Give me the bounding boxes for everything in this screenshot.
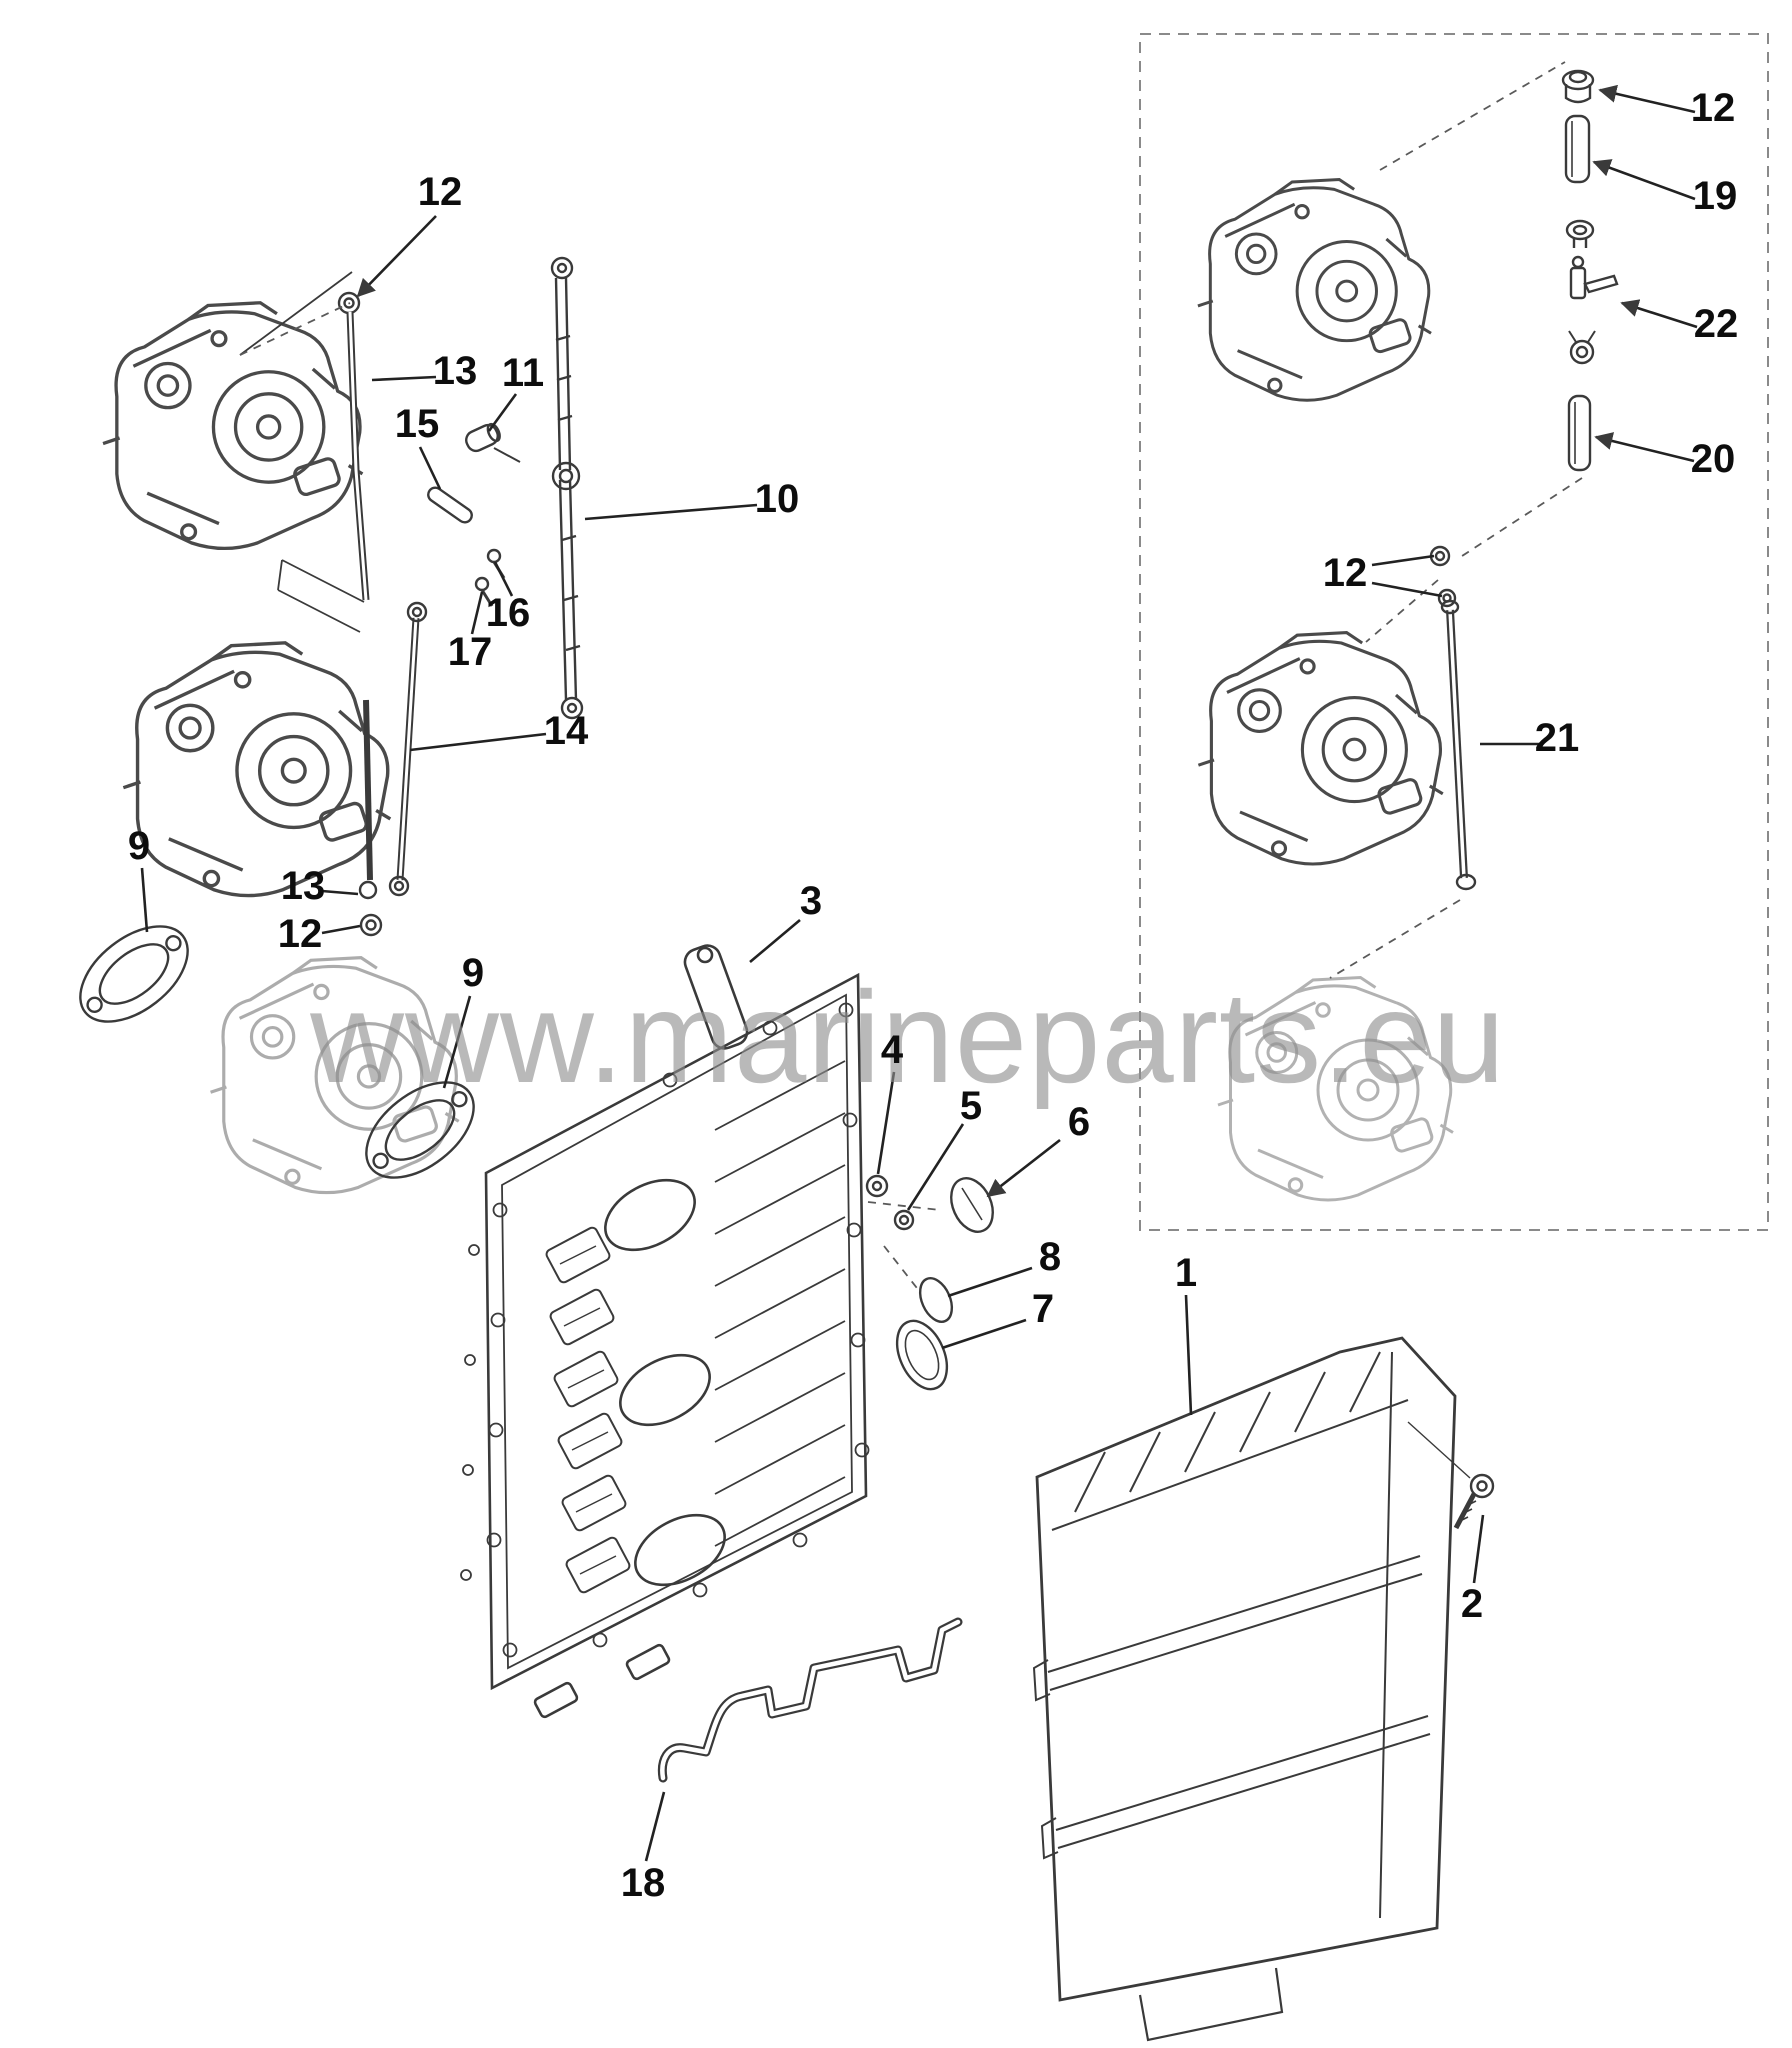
manifold-reed-blocks	[545, 1226, 631, 1594]
cover-plate-7	[895, 1319, 949, 1391]
callout-12-b: 12	[277, 912, 323, 956]
dashed-boundary-box	[1139, 33, 1769, 1231]
linkage-rod-14	[388, 601, 428, 897]
callout-19: 19	[1692, 174, 1738, 218]
fuel-line-18	[657, 1617, 963, 1783]
linkage-bracket-lines	[239, 271, 365, 633]
throttle-link-10	[550, 256, 584, 720]
linkage-rod-13-upper	[346, 311, 370, 601]
callout-13-b: 13	[280, 864, 326, 908]
manifold-feet	[533, 1643, 671, 1719]
callout-16: 16	[485, 591, 531, 635]
watermark: www.marineparts.eu	[310, 964, 1506, 1110]
callout-13-a: 13	[432, 349, 478, 393]
callout-leader-lines	[140, 84, 1698, 1862]
manifold-top-tab	[683, 944, 749, 1050]
callout-2: 2	[1460, 1582, 1484, 1626]
air-box-cover-1	[1032, 1336, 1457, 2042]
dashed-alignment-lines	[239, 61, 1583, 1293]
carburetor-sketch-top-left	[101, 301, 365, 551]
callout-4: 4	[880, 1028, 904, 1072]
linkage-rod-13-lower	[358, 699, 378, 900]
callout-3: 3	[799, 879, 823, 923]
bushing-11	[465, 422, 521, 463]
callout-6: 6	[1067, 1100, 1091, 1144]
intake-manifold-plate-3	[460, 944, 870, 1719]
callout-12-c: 12	[1690, 86, 1736, 130]
callout-15: 15	[394, 402, 440, 446]
callout-12-d: 12	[1322, 551, 1368, 595]
nut-fitting	[1565, 219, 1595, 248]
grommet-12-lower	[359, 913, 383, 937]
plug-6	[950, 1177, 994, 1233]
cover-bottom-foot	[1138, 1967, 1284, 2042]
screw-17	[474, 576, 494, 607]
linkage-rod-21	[1440, 599, 1477, 891]
pin-15	[427, 486, 473, 524]
callout-10: 10	[754, 477, 800, 521]
callout-9-a: 9	[127, 824, 151, 868]
callout-9-b: 9	[461, 951, 485, 995]
tube-20	[1567, 394, 1592, 472]
callout-11: 11	[501, 351, 545, 395]
callout-5: 5	[959, 1084, 983, 1128]
hose-clamp	[1568, 330, 1596, 365]
grommet-12-right-b	[1437, 588, 1457, 608]
cover-side-tabs	[1032, 1659, 1059, 1860]
manifold-ports	[604, 1178, 726, 1587]
callout-12-a: 12	[417, 170, 463, 214]
tube-19	[1564, 114, 1591, 184]
nut-5	[893, 1209, 915, 1231]
callout-22: 22	[1693, 302, 1739, 346]
callout-14: 14	[543, 709, 589, 753]
gasket-8	[918, 1277, 954, 1323]
tee-fitting-22	[1569, 255, 1619, 300]
carburetor-sketch-top-right	[1196, 177, 1433, 402]
manifold-bolt-holes	[460, 1002, 870, 1658]
cap-12-right	[1561, 69, 1595, 104]
screw-2	[1407, 1421, 1495, 1530]
callout-21: 21	[1534, 716, 1580, 760]
manifold-ribs	[714, 1060, 846, 1547]
carburetor-sketch-mid-right	[1196, 631, 1445, 866]
callout-8: 8	[1038, 1235, 1062, 1279]
callout-7: 7	[1031, 1287, 1055, 1331]
cover-vent-slats	[1074, 1351, 1381, 1513]
callout-18: 18	[620, 1861, 666, 1905]
callout-17: 17	[447, 630, 493, 674]
cover-grooves	[1047, 1555, 1431, 1849]
washer-4	[865, 1174, 889, 1198]
carburetor-sketch-mid-left	[121, 641, 393, 898]
gasket-9-left	[61, 906, 207, 1042]
callout-20: 20	[1690, 437, 1736, 481]
callout-1: 1	[1174, 1251, 1198, 1295]
